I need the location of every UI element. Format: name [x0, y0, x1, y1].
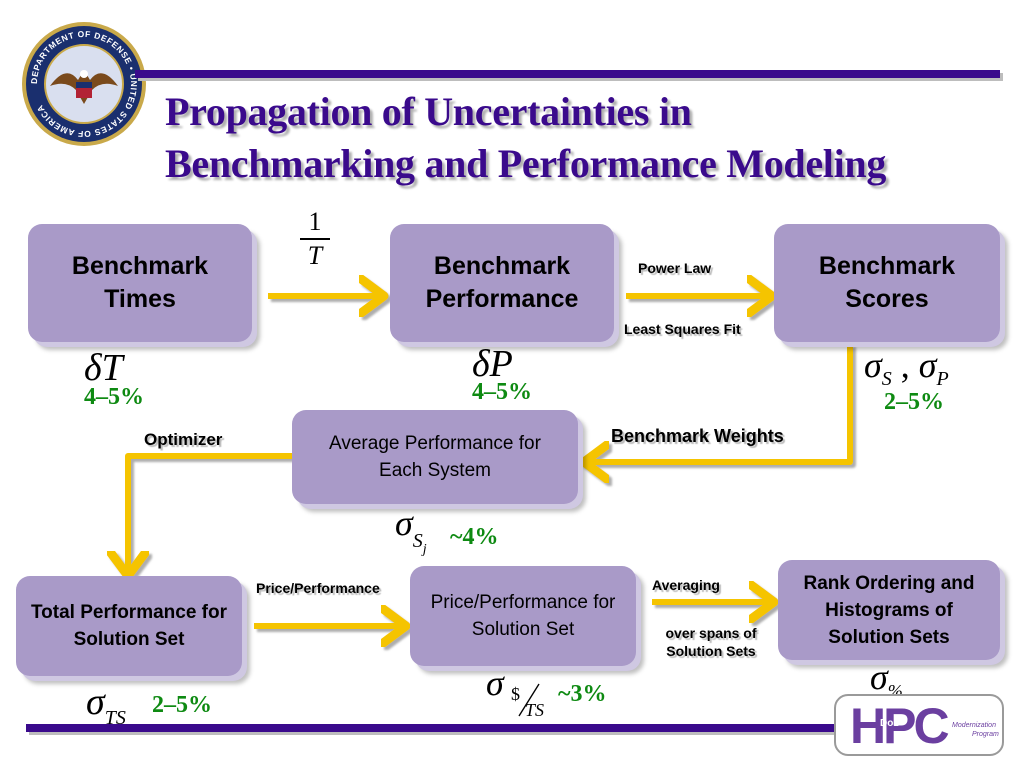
scores-sigma-1: σ: [864, 345, 882, 385]
box-rank-ordering: Rank Ordering and Histograms of Solution…: [778, 560, 1000, 660]
label-averaging: Averaging: [652, 577, 720, 593]
hpc-logo-dod: DoD: [880, 718, 901, 729]
arrow-scores-to-average: [590, 344, 853, 462]
uncertainty-scores-pct: 2–5%: [884, 389, 944, 415]
total-sigma: σ: [86, 681, 105, 723]
title-rule-top: [135, 70, 1000, 78]
box-rank-ordering-label: Rank Ordering and Histograms of Solution…: [803, 572, 975, 648]
box-total-performance-label: Total Performance for Solution Set: [30, 602, 228, 650]
arrow-optimizer-to-total: [128, 453, 298, 570]
hpc-logo: HPC DoD Modernization Program: [834, 694, 1004, 756]
uncertainty-times-symbol: δT: [84, 347, 123, 389]
label-over-spans: over spans of Solution Sets: [665, 625, 757, 659]
page-title-line-2: Benchmarking and Performance Modeling: [165, 141, 887, 186]
uncertainty-price-symbol: σ: [486, 662, 504, 704]
scores-sigma-2: σ: [918, 345, 937, 385]
box-total-performance: Total Performance for Solution Set: [16, 576, 242, 676]
box-benchmark-times: Benchmark Times: [28, 224, 252, 342]
dod-seal-graphic: DEPARTMENT OF DEFENSE • UNITED STATES OF…: [22, 22, 146, 146]
box-benchmark-times-label: Benchmark Times: [71, 252, 209, 313]
uncertainty-scores-symbol: σS , σP: [864, 344, 949, 391]
uncertainty-total-symbol: σTS: [86, 680, 126, 730]
uncertainty-average-pct: ~4%: [450, 524, 499, 550]
box-average-performance-label: Average Performance for Each System: [329, 433, 541, 481]
box-benchmark-performance: Benchmark Performance: [390, 224, 614, 342]
reciprocal-denominator: T: [307, 240, 323, 270]
box-benchmark-scores-label: Benchmark Scores: [818, 252, 956, 313]
box-price-performance: Price/Performance for Solution Set: [410, 566, 636, 666]
uncertainty-performance-symbol: δP: [472, 343, 513, 385]
footer-rule: [26, 724, 842, 732]
uncertainty-times-pct: 4–5%: [84, 384, 144, 410]
price-sub-denominator: TS: [525, 700, 545, 720]
dod-seal: DEPARTMENT OF DEFENSE • UNITED STATES OF…: [20, 20, 148, 148]
hpc-logo-main: HPC: [850, 698, 950, 754]
box-price-performance-label: Price/Performance for Solution Set: [430, 592, 616, 640]
label-power-law: Power Law: [638, 260, 712, 276]
uncertainty-price-pct: ~3%: [558, 681, 607, 707]
label-optimizer: Optimizer: [144, 430, 223, 449]
scores-sub-1: S: [881, 368, 892, 390]
page-title-line-1: Propagation of Uncertainties in: [165, 89, 692, 134]
price-sigma: σ: [486, 663, 504, 703]
scores-separator: ,: [891, 345, 919, 385]
label-least-squares: Least Squares Fit: [624, 321, 741, 337]
average-sigma: σ: [395, 503, 413, 543]
label-price-performance-arrow: Price/Performance: [256, 580, 380, 596]
reciprocal-fraction: 1 T: [300, 208, 330, 270]
label-benchmark-weights: Benchmark Weights: [611, 426, 784, 446]
uncertainty-total-pct: 2–5%: [152, 692, 212, 718]
price-sub-slash: [518, 683, 540, 717]
average-sub: S: [412, 530, 423, 552]
box-benchmark-performance-label: Benchmark Performance: [425, 252, 579, 313]
average-subsub: j: [422, 542, 427, 557]
uncertainty-average-symbol: σSj: [395, 502, 427, 558]
rank-sigma: σ: [870, 657, 888, 697]
hpc-logo-side-2: Program: [972, 731, 999, 738]
reciprocal-bar: [300, 238, 330, 240]
price-sub-numerator: $: [511, 684, 520, 704]
scores-sub-2: P: [936, 368, 949, 390]
hpc-logo-side-1: Modernization: [952, 722, 996, 729]
box-benchmark-scores: Benchmark Scores: [774, 224, 1000, 342]
reciprocal-numerator: 1: [308, 207, 322, 236]
total-sub: TS: [104, 707, 126, 729]
box-average-performance: Average Performance for Each System: [292, 410, 578, 504]
uncertainty-performance-pct: 4–5%: [472, 379, 532, 405]
